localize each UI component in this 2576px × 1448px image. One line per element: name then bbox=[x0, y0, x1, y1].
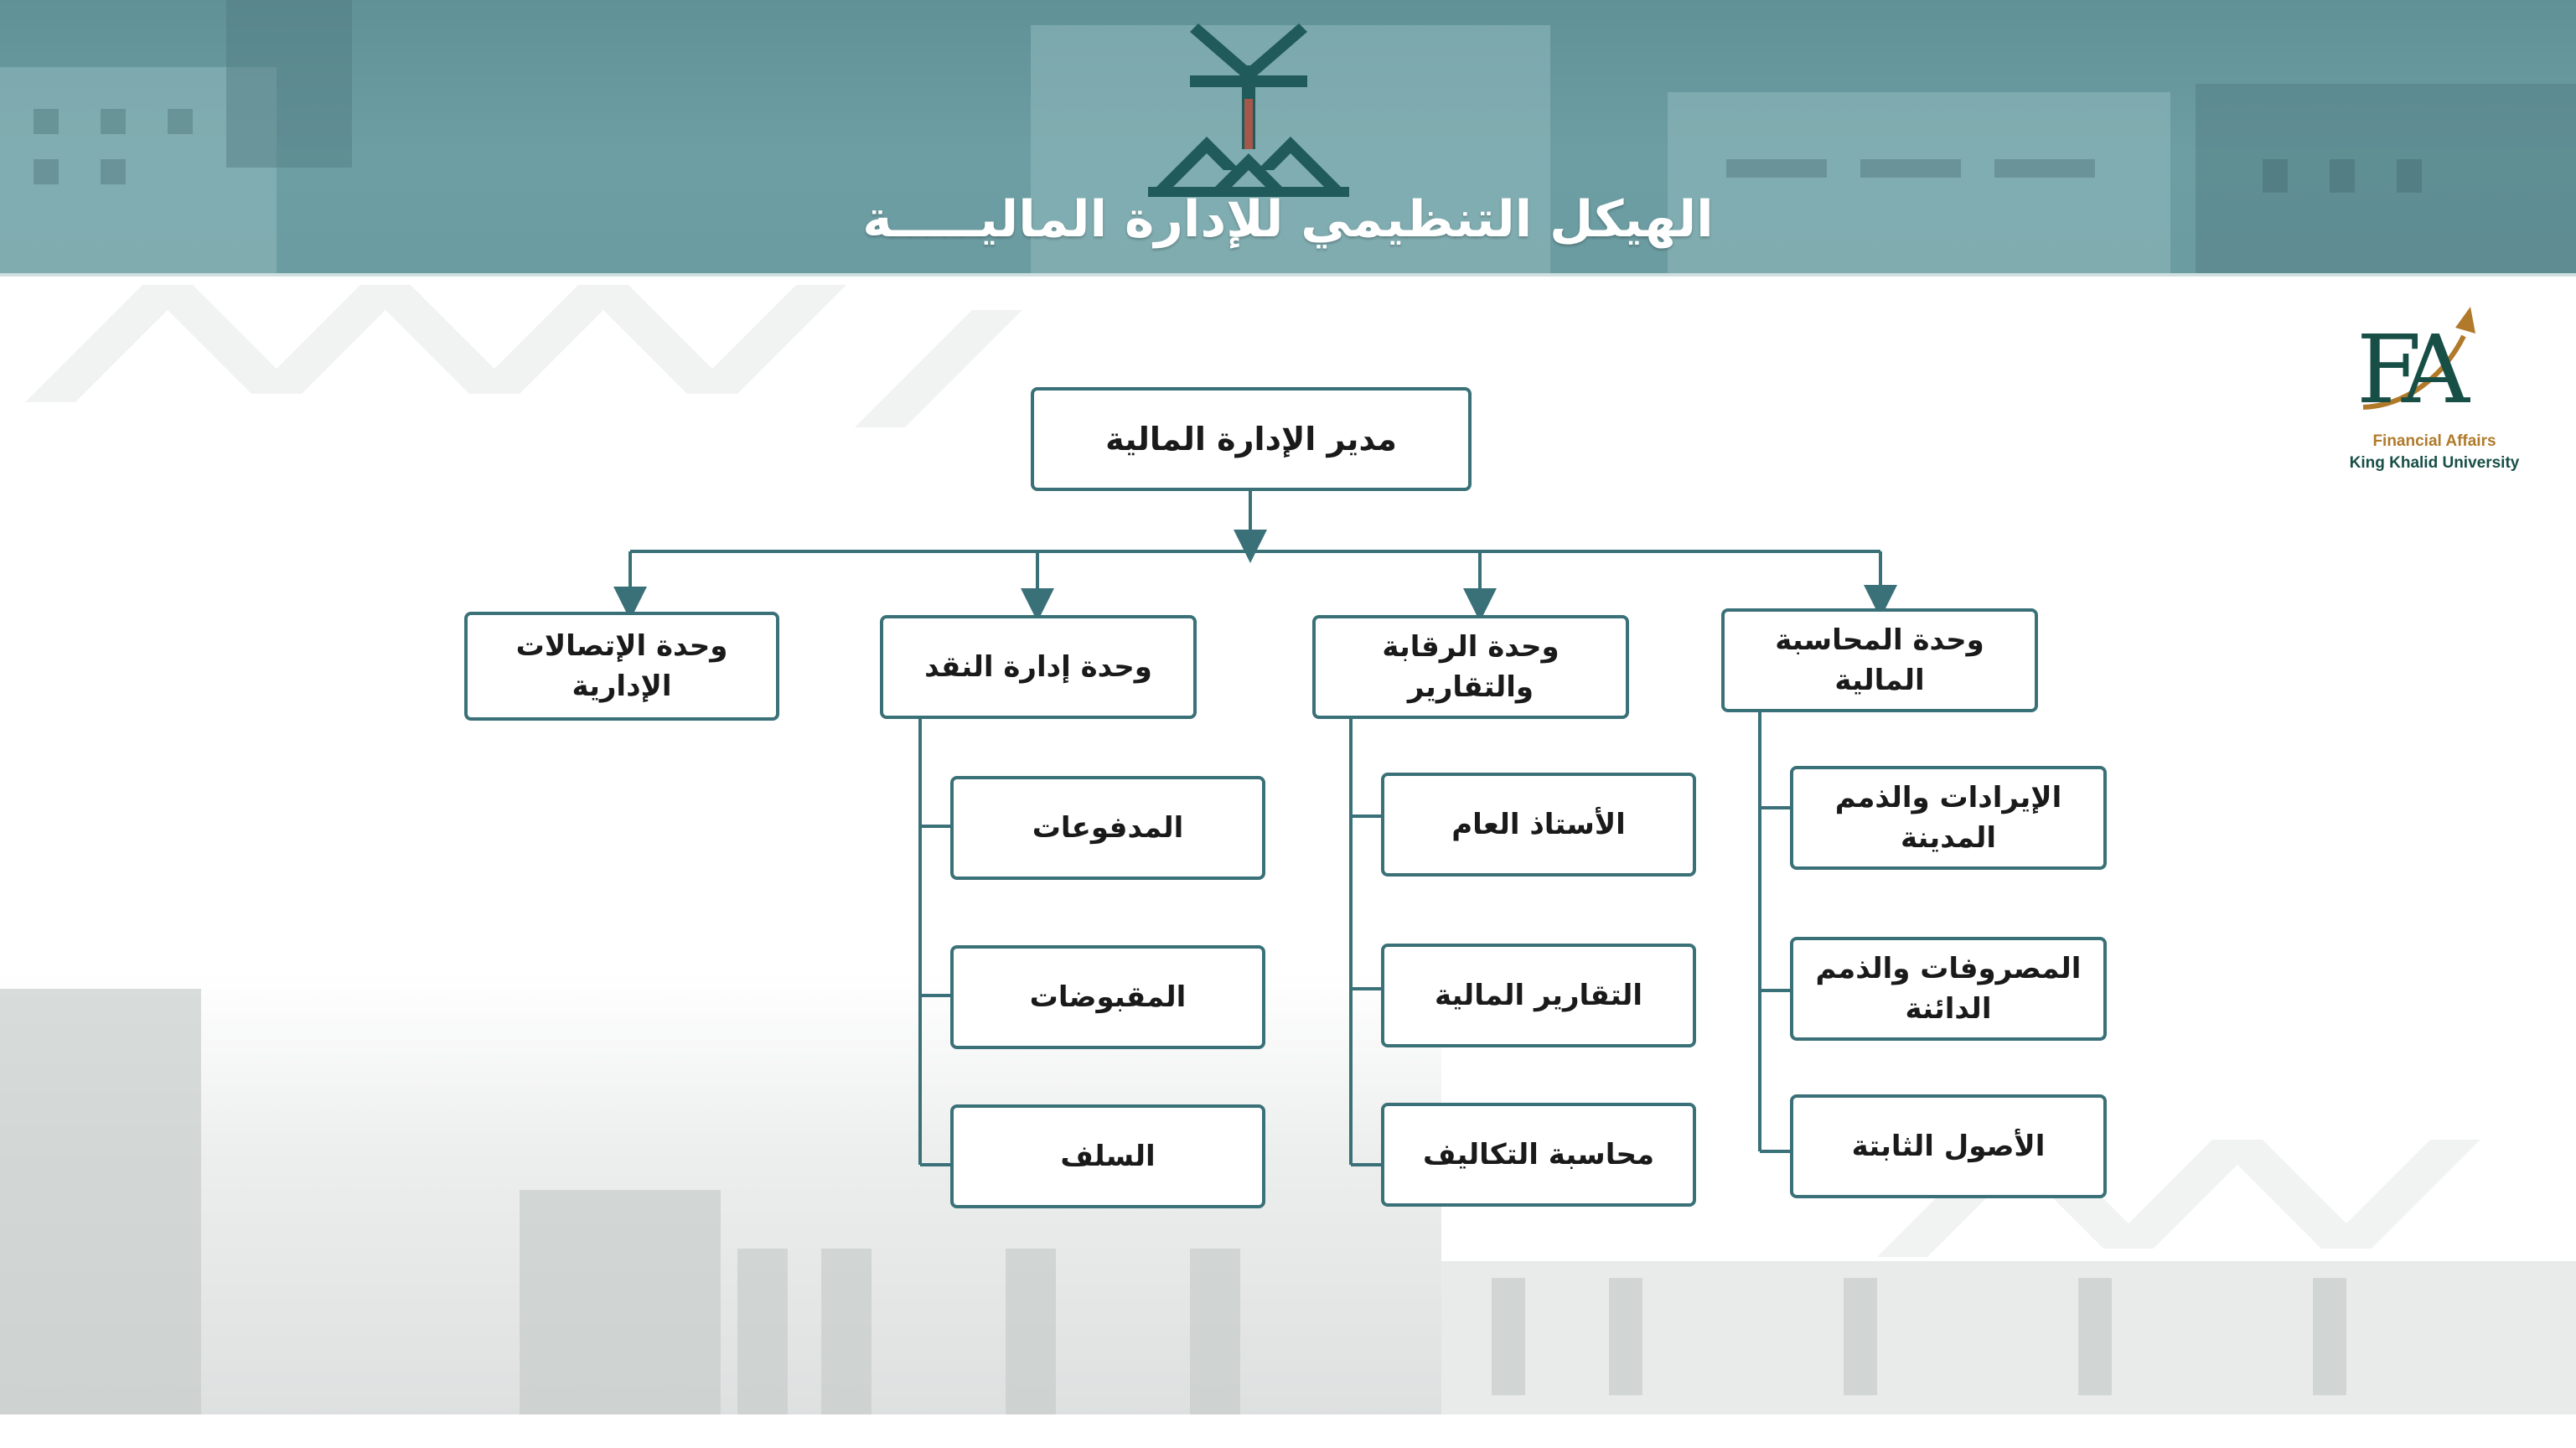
sub-unit-fixed-assets: الأصول الثابتة bbox=[1790, 1094, 2107, 1198]
sub-unit-general-ledger: الأستاذ العام bbox=[1381, 773, 1696, 877]
sub-unit-label: الأستاذ العام bbox=[1451, 808, 1626, 841]
sub-unit-advances: السلف bbox=[950, 1104, 1265, 1208]
university-emblem-icon bbox=[1148, 23, 1349, 197]
sub-unit-label: التقارير المالية bbox=[1434, 979, 1643, 1012]
sub-unit-cost-accounting: محاسبة التكاليف bbox=[1381, 1103, 1696, 1207]
unit-label: وحدة الرقابة والتقارير bbox=[1382, 630, 1560, 704]
fa-caption-line1: Financial Affairs bbox=[2372, 432, 2496, 450]
sub-unit-payments: المدفوعات bbox=[950, 776, 1265, 880]
fa-caption-line2: King Khalid University bbox=[2349, 454, 2520, 472]
financial-affairs-logo: FA Financial Affairs King Khalid Univers… bbox=[2338, 298, 2531, 483]
fa-swoosh-icon bbox=[2362, 307, 2475, 410]
unit-label: وحدة الإتصالات الإدارية bbox=[515, 629, 728, 703]
header-divider bbox=[0, 273, 2576, 277]
unit-control-reporting: وحدة الرقابة والتقارير bbox=[1312, 615, 1629, 719]
sub-unit-label: الإيرادات والذمم المدينة bbox=[1834, 781, 2062, 855]
page-title: الهيكل التنظيمي للإدارة الماليـــــة bbox=[862, 190, 1714, 249]
org-root-box: مدير الإدارة المالية bbox=[1031, 387, 1472, 491]
sub-unit-label: السلف bbox=[1060, 1140, 1156, 1173]
sub-unit-label: المدفوعات bbox=[1032, 811, 1184, 845]
header-banner: الهيكل التنظيمي للإدارة الماليـــــة bbox=[0, 0, 2576, 277]
sub-unit-receipts: المقبوضات bbox=[950, 945, 1265, 1049]
sub-unit-revenue-receivables: الإيرادات والذمم المدينة bbox=[1790, 766, 2107, 870]
unit-financial-accounting: وحدة المحاسبة المالية bbox=[1721, 608, 2038, 712]
unit-label: وحدة إدارة النقد bbox=[924, 650, 1152, 684]
unit-administrative-communications: وحدة الإتصالات الإدارية bbox=[464, 612, 779, 721]
sub-unit-label: الأصول الثابتة bbox=[1851, 1130, 2046, 1163]
sub-unit-label: المصروفات والذمم الدائنة bbox=[1815, 952, 2082, 1026]
sub-unit-label: محاسبة التكاليف bbox=[1422, 1138, 1655, 1171]
fa-monogram: FA bbox=[2356, 316, 2470, 425]
sub-unit-financial-reports: التقارير المالية bbox=[1381, 944, 1696, 1047]
sub-unit-label: المقبوضات bbox=[1029, 980, 1187, 1014]
unit-cash-management: وحدة إدارة النقد bbox=[880, 615, 1197, 719]
background-campus-photo-right bbox=[1441, 1261, 2576, 1414]
unit-label: وحدة المحاسبة المالية bbox=[1775, 623, 1984, 697]
sub-unit-expenses-payables: المصروفات والذمم الدائنة bbox=[1790, 937, 2107, 1041]
org-root-label: مدير الإدارة المالية bbox=[1105, 421, 1397, 458]
